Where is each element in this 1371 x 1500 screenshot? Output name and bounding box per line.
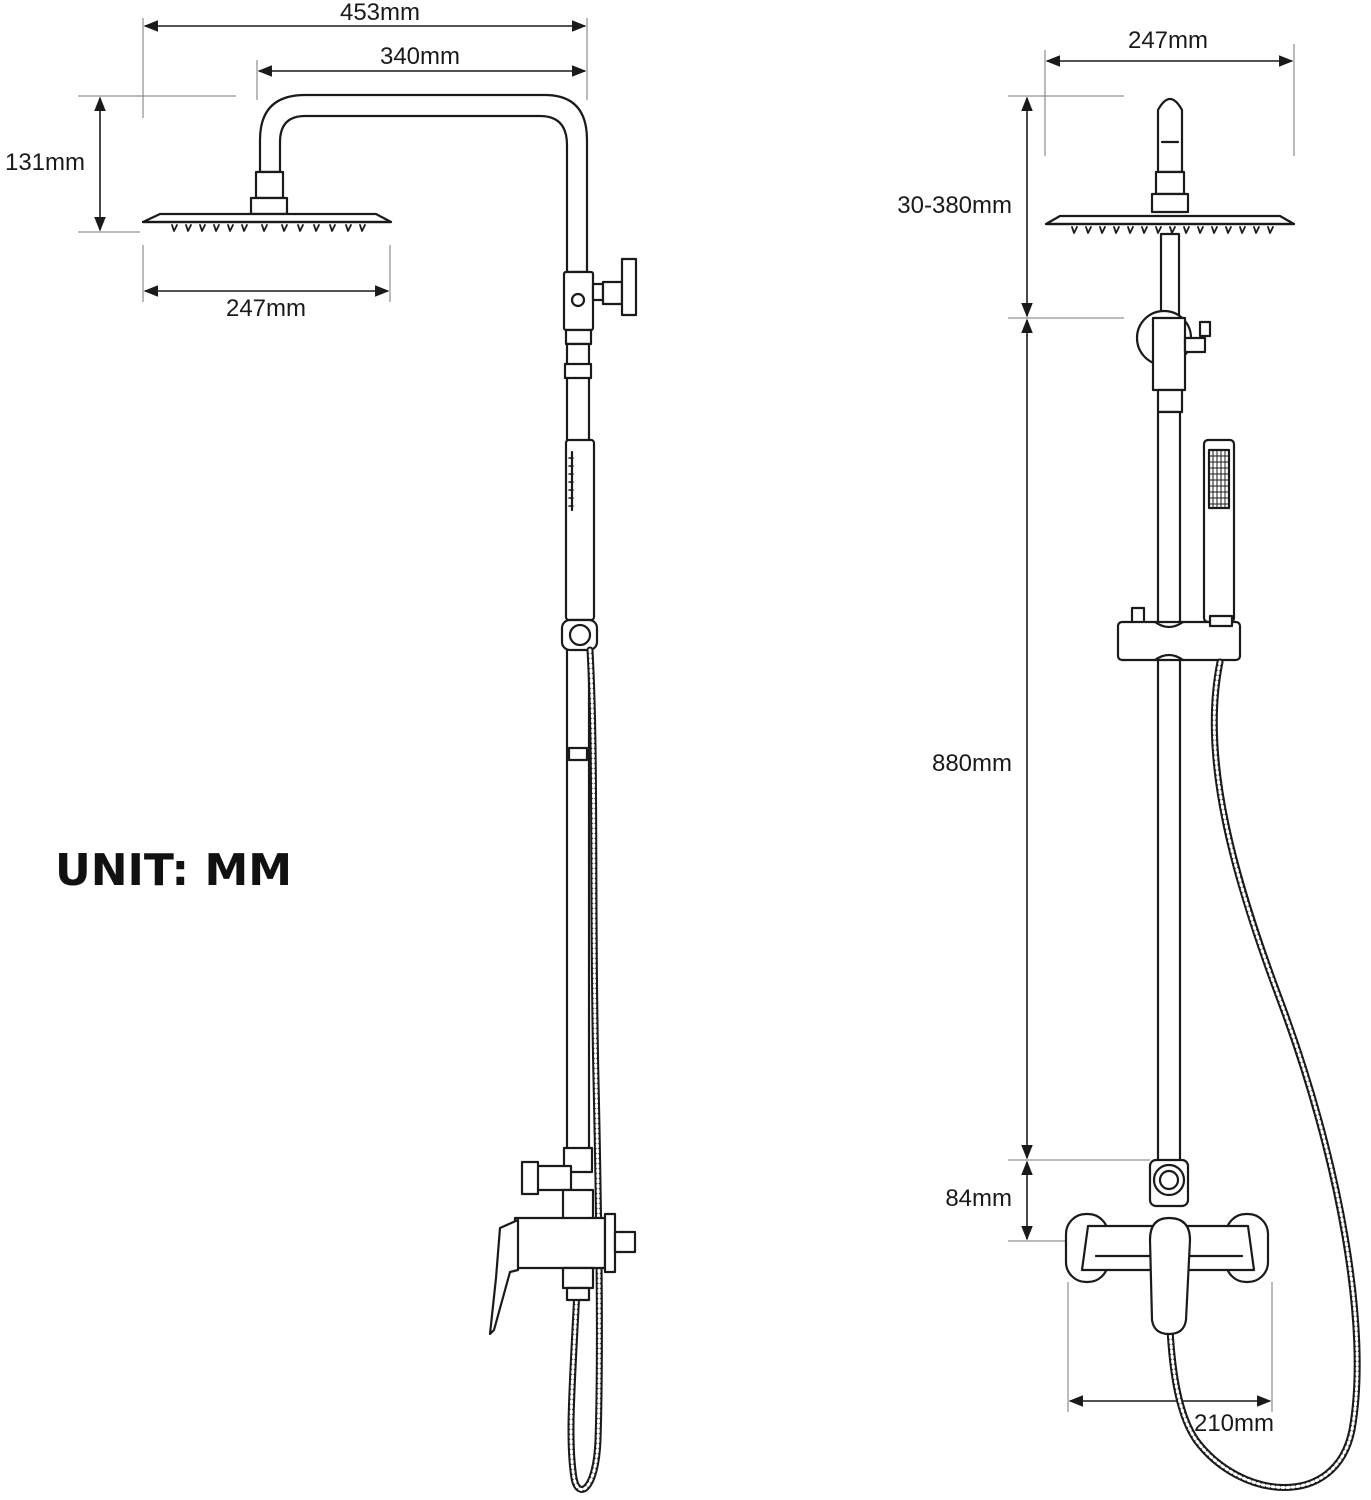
side-slider-bracket [1116, 606, 1242, 662]
dim-453-text: 453mm [340, 0, 420, 26]
height-adjust-clamp [562, 257, 638, 346]
dim-340-text: 340mm [380, 43, 460, 70]
front-hose [567, 646, 603, 1493]
dim-247-side-text: 247mm [1128, 27, 1208, 54]
side-hose [1164, 658, 1361, 1491]
overhead-arm [258, 93, 589, 274]
front-extension-lines [78, 18, 588, 302]
side-rain-shower-head [1044, 214, 1296, 234]
side-extension-lines [1008, 44, 1295, 1412]
unit-label: UNIT: MM [55, 845, 292, 896]
side-upper-riser [1159, 232, 1181, 320]
dim-247-front-text: 247mm [226, 295, 306, 322]
side-view: 247mm 30-380mm 880mm 84mm 210mm [897, 27, 1361, 1491]
side-upper-pipe [1156, 97, 1184, 174]
rain-shower-head [141, 212, 393, 232]
side-hand-shower [1202, 438, 1236, 624]
front-view: 453mm 340mm 131mm 247mm [5, 0, 638, 1493]
dim-131-text: 131mm [5, 149, 85, 176]
front-mixer-valve [488, 1146, 637, 1336]
side-height-clamp [1135, 309, 1212, 414]
dim-210-text: 210mm [1194, 1410, 1274, 1437]
dim-880-text: 880mm [932, 750, 1012, 777]
front-hand-shower [560, 438, 599, 652]
dim-84-text: 84mm [945, 1185, 1012, 1212]
side-mixer-lever [1148, 1216, 1192, 1336]
side-sliding-rail [1156, 410, 1182, 1166]
rail-clip [567, 746, 589, 762]
side-mixer-valve [1064, 1158, 1270, 1336]
head-connector [254, 170, 285, 200]
dim-30-380-text: 30-380mm [897, 192, 1012, 219]
